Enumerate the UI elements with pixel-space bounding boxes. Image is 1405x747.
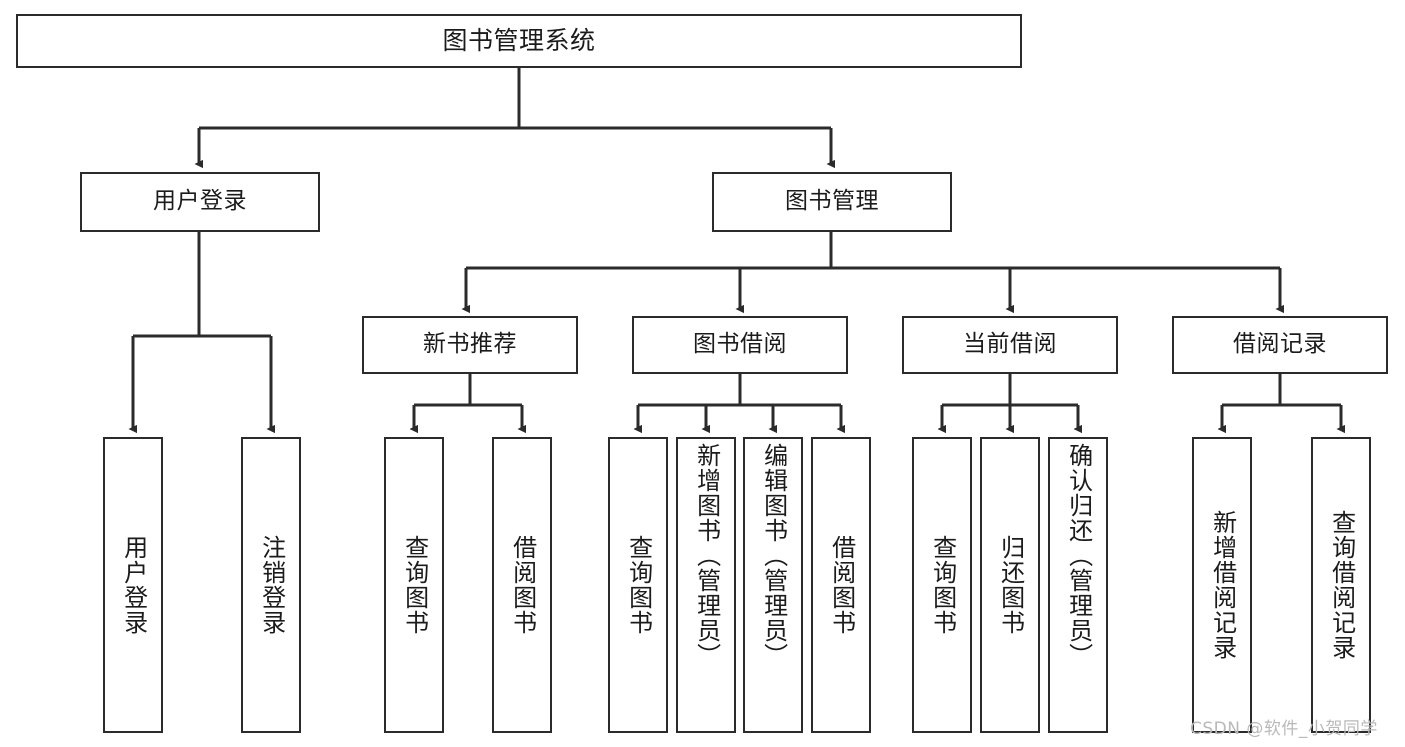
leaf-label: 借阅图书 <box>827 535 856 635</box>
leaf-current-borrow-return-book[interactable]: 归还图书 <box>980 437 1040 733</box>
leaf-new-book-borrow-book[interactable]: 借阅图书 <box>492 437 552 733</box>
leaf-label: 查询图书 <box>400 535 429 635</box>
leaf-label: 借阅图书 <box>508 535 537 635</box>
leaf-label: 用户登录 <box>119 535 148 635</box>
node-borrow-record[interactable]: 借阅记录 <box>1172 316 1388 374</box>
leaf-label: 归还图书 <box>996 535 1025 635</box>
leaf-book-borrow-borrow-book[interactable]: 借阅图书 <box>811 437 871 733</box>
node-new-book-recommend[interactable]: 新书推荐 <box>362 316 578 374</box>
leaf-user-login-login[interactable]: 用户登录 <box>103 437 163 733</box>
node-book-borrow[interactable]: 图书借阅 <box>632 316 848 374</box>
leaf-current-borrow-query-book[interactable]: 查询图书 <box>912 437 972 733</box>
node-book-management[interactable]: 图书管理 <box>712 172 952 232</box>
leaf-label: 确认归还（管理员） <box>1064 443 1093 668</box>
leaf-label: 新增借阅记录 <box>1208 510 1237 660</box>
leaf-borrow-record-add-record[interactable]: 新增借阅记录 <box>1192 437 1252 733</box>
leaf-label: 查询图书 <box>624 535 653 635</box>
node-root-book-management-system[interactable]: 图书管理系统 <box>16 14 1022 68</box>
leaf-book-borrow-edit-book-admin[interactable]: 编辑图书（管理员） <box>743 437 803 733</box>
node-current-borrow[interactable]: 当前借阅 <box>902 316 1118 374</box>
leaf-borrow-record-query-record[interactable]: 查询借阅记录 <box>1311 437 1371 733</box>
leaf-book-borrow-add-book-admin[interactable]: 新增图书（管理员） <box>676 437 736 733</box>
leaf-user-login-logout[interactable]: 注销登录 <box>241 437 301 733</box>
csdn-watermark: CSDN @软件_小贺同学 <box>1190 719 1378 739</box>
node-user-login[interactable]: 用户登录 <box>80 172 320 232</box>
leaf-label: 编辑图书（管理员） <box>759 443 788 668</box>
leaf-current-borrow-confirm-return-admin[interactable]: 确认归还（管理员） <box>1048 437 1108 733</box>
leaf-label: 新增图书（管理员） <box>692 443 721 668</box>
leaf-label: 查询借阅记录 <box>1327 510 1356 660</box>
leaf-book-borrow-query-book[interactable]: 查询图书 <box>608 437 668 733</box>
leaf-label: 注销登录 <box>257 535 286 635</box>
leaf-label: 查询图书 <box>928 535 957 635</box>
leaf-new-book-query-book[interactable]: 查询图书 <box>384 437 444 733</box>
